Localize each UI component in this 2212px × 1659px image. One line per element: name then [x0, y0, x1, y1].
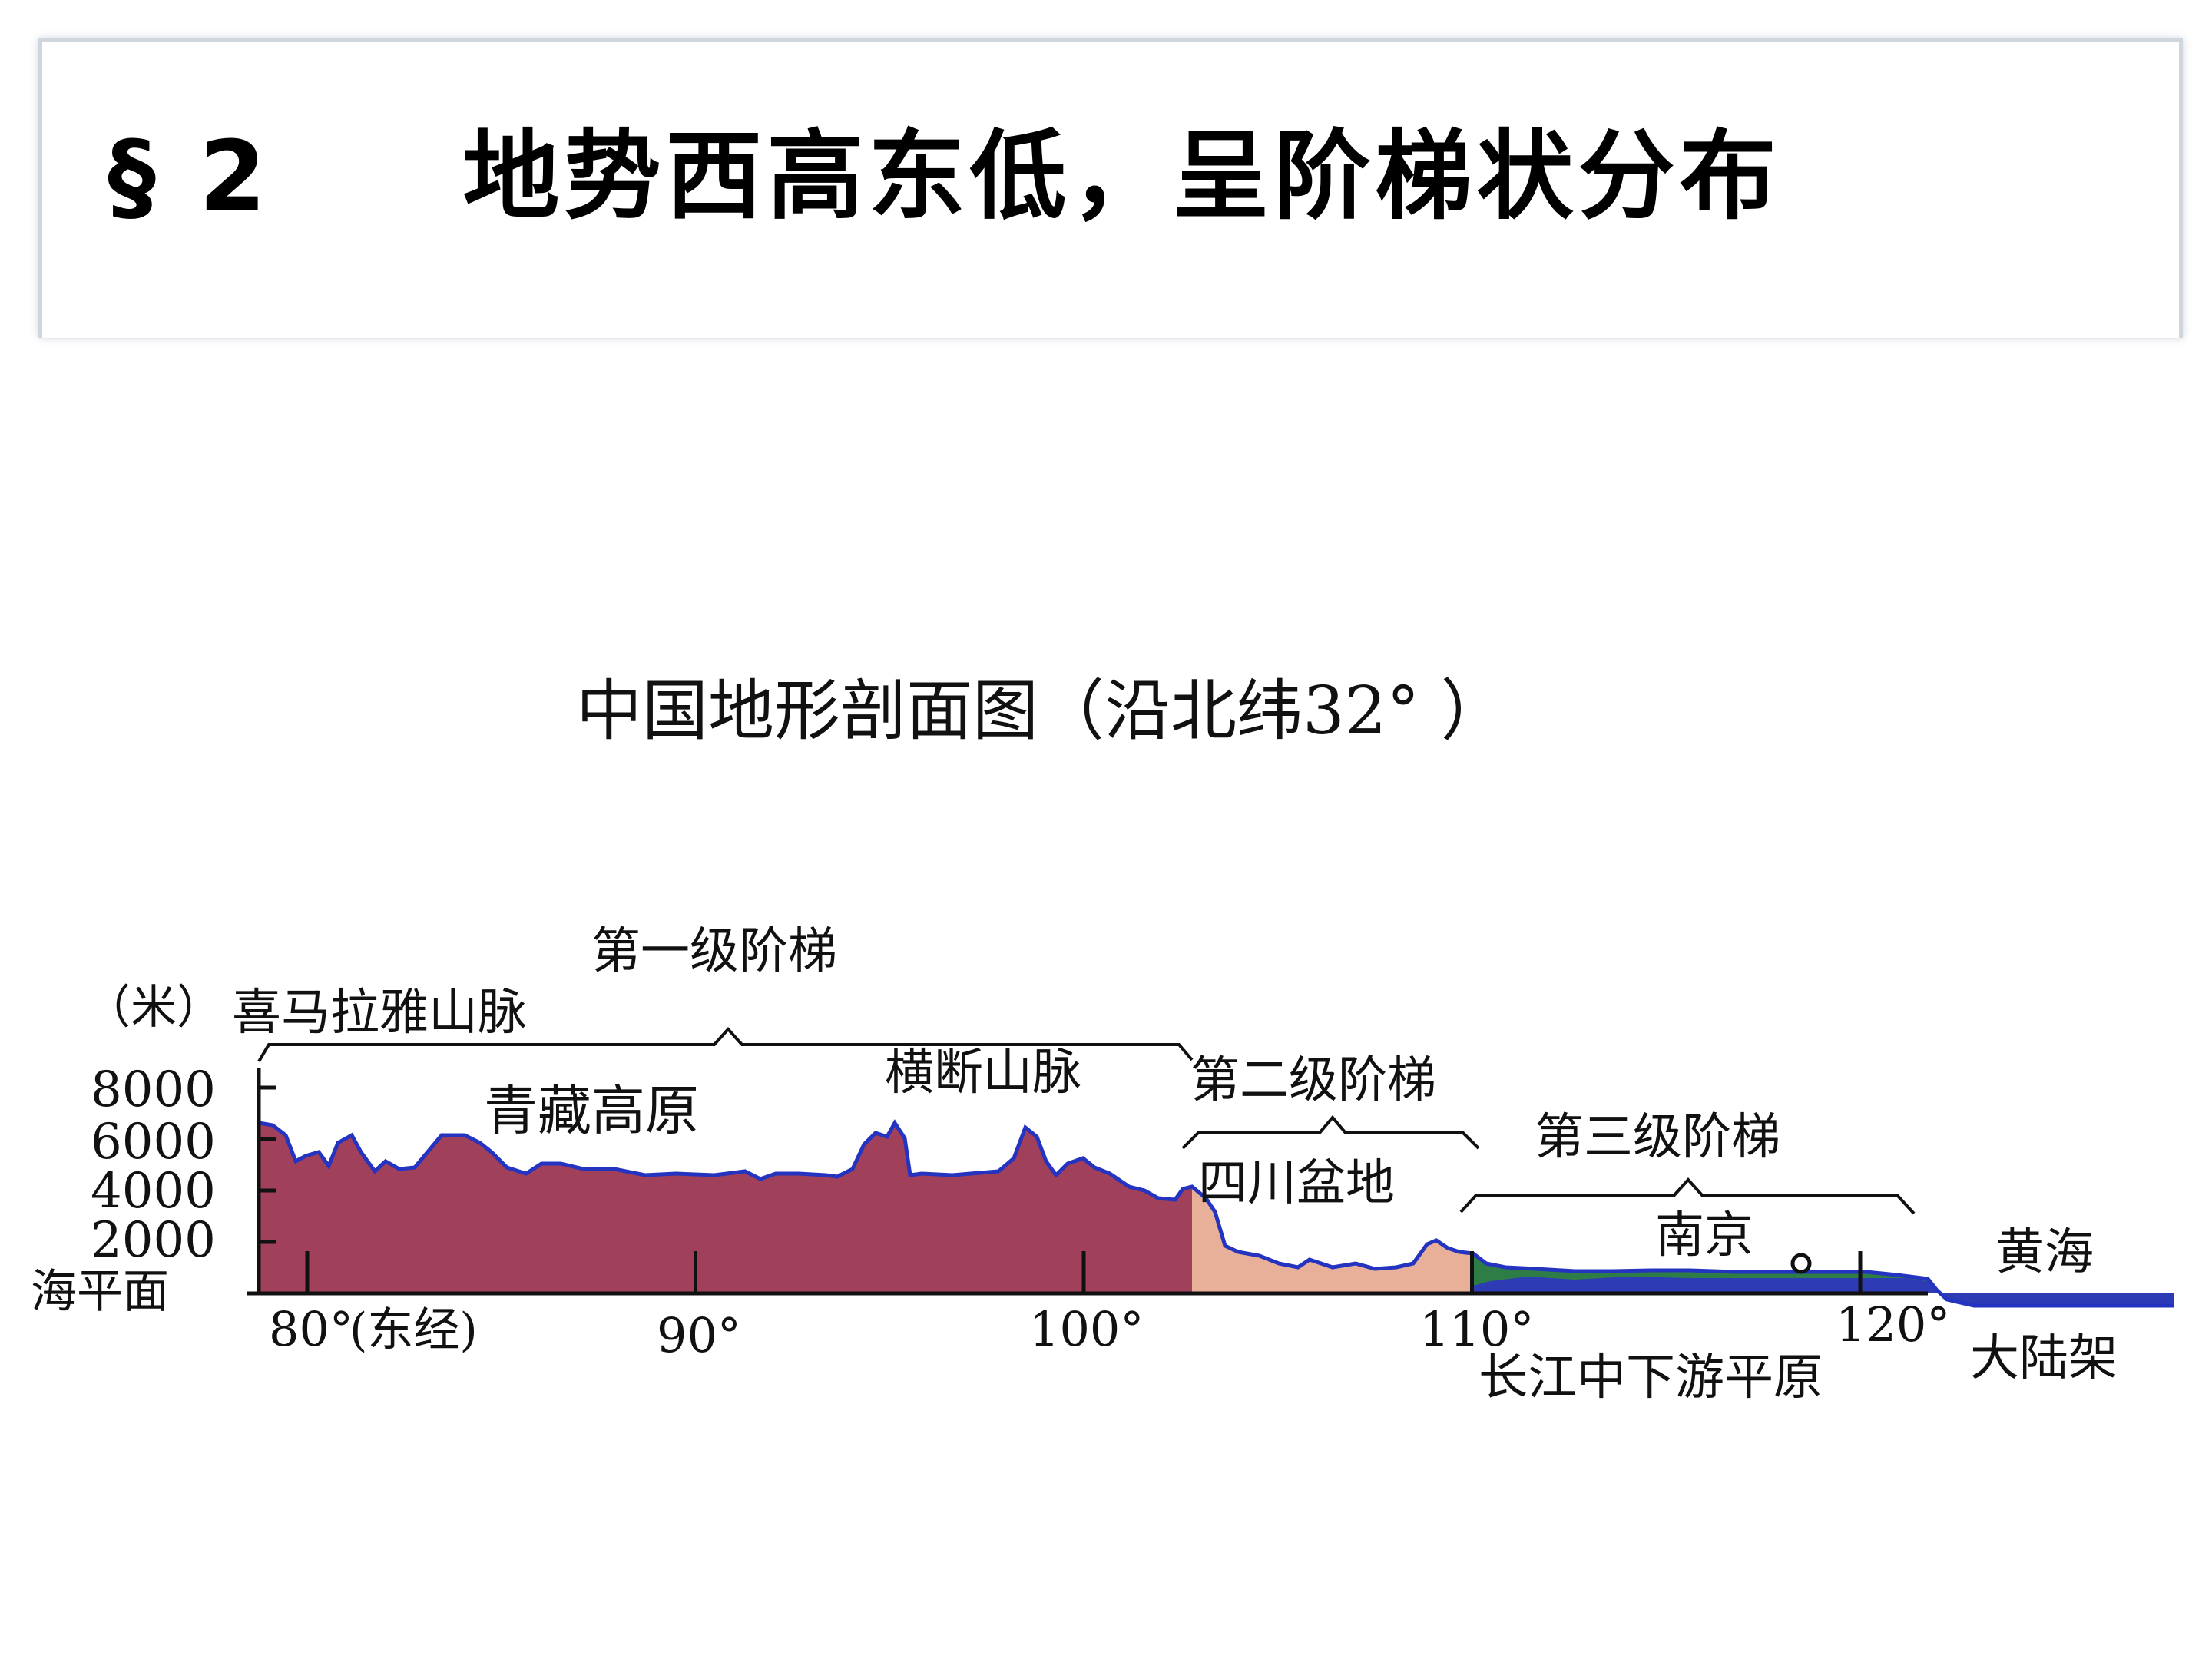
x-unit-label: (东经) — [349, 1303, 478, 1357]
himalaya-label: 喜马拉雅山脉 — [232, 985, 527, 1041]
section-number: § 2 — [108, 120, 271, 233]
step-one-label: 第一级阶梯 — [591, 923, 837, 980]
x-tick-label-120: 120° — [1836, 1296, 1950, 1353]
y-ticks — [259, 1085, 276, 1244]
slide-title: § 2 地势西高东低，呈阶梯状分布 — [108, 98, 1781, 238]
x-tick-label-90: 90° — [657, 1307, 741, 1363]
x-tick-label-100: 100° — [1029, 1301, 1144, 1357]
yellow-sea-label: 黄海 — [1995, 1224, 2094, 1281]
hengduan-label: 横断山脉 — [885, 1045, 1081, 1101]
step-two-bracket — [1181, 1114, 1480, 1150]
y-tick-label-6000: 6000 — [91, 1114, 216, 1171]
sea-level-label: 海平面 — [31, 1265, 169, 1319]
slide-heading: 地势西高东低，呈阶梯状分布 — [462, 120, 1781, 233]
step-one-terrain — [259, 1123, 1192, 1293]
x-tick-label-110: 110° — [1419, 1301, 1534, 1357]
y-tick-label-4000: 4000 — [91, 1163, 216, 1220]
title-box — [38, 38, 2183, 338]
step-two-label: 第二级阶梯 — [1190, 1052, 1436, 1109]
y-unit-label: （米） — [84, 981, 223, 1035]
y-tick-label-8000: 8000 — [91, 1061, 216, 1118]
step-three-label: 第三级阶梯 — [1535, 1109, 1780, 1166]
x-ticks — [305, 1251, 1863, 1293]
yangtze-plain-label: 长江中下游平原 — [1479, 1349, 1823, 1406]
continental-shelf-label: 大陆架 — [1970, 1330, 2118, 1387]
profile-title: 中国地形剖面图（沿北纬32° ） — [576, 673, 1507, 750]
step-one-bracket — [257, 1027, 1194, 1063]
terrain-outline — [258, 1119, 2174, 1308]
tibet-plateau-label: 青藏高原 — [484, 1079, 699, 1142]
plain-water-band — [1473, 1277, 1928, 1293]
nanjing-marker — [1790, 1253, 1812, 1274]
sichuan-basin-label: 四川盆地 — [1198, 1155, 1395, 1212]
step-three-bracket — [1459, 1177, 1916, 1215]
yellow-sea-shelf — [1928, 1279, 2174, 1306]
x-tick-label-80: 80° — [269, 1301, 353, 1357]
nanjing-label: 南京 — [1655, 1207, 1753, 1264]
y-tick-label-2000: 2000 — [91, 1212, 216, 1269]
